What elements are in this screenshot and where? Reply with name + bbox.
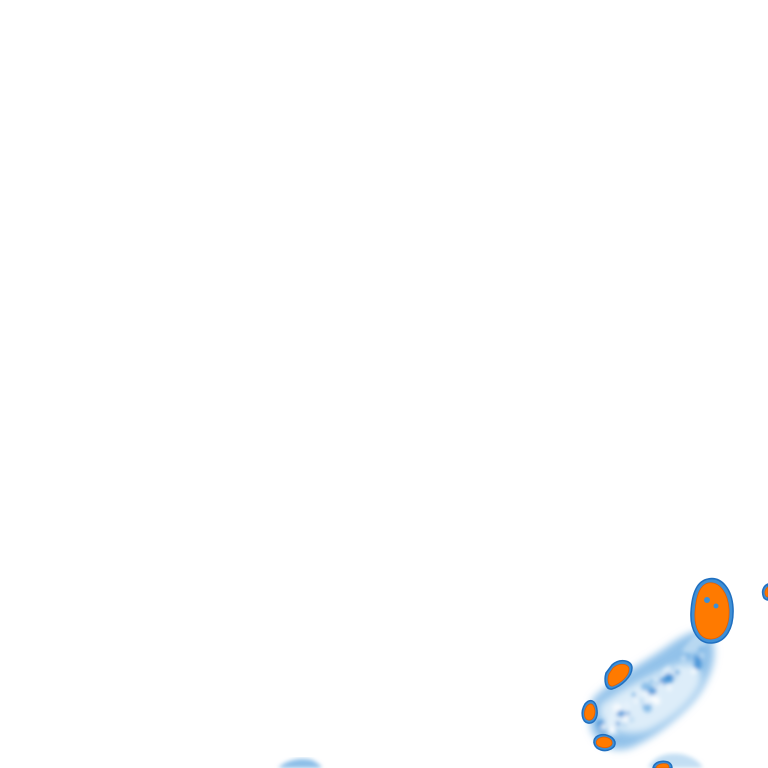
- rain-speckle: [681, 656, 686, 661]
- rain-haze-bottom-left: [278, 758, 322, 768]
- rain-speckle: [691, 668, 697, 674]
- storm-cell-central-west-core: [584, 703, 596, 721]
- rain-speckle: [609, 713, 616, 720]
- storm-cell-east-gap: [704, 597, 710, 603]
- rain-speckle: [642, 693, 652, 702]
- rain-speckle: [643, 703, 652, 713]
- storm-cell-east-gap: [713, 603, 719, 609]
- rain-speckle: [667, 686, 672, 691]
- rain-speckle: [685, 653, 691, 659]
- rain-speckles: [596, 646, 705, 741]
- rain-speckle: [640, 681, 651, 692]
- rain-speckle: [639, 690, 645, 697]
- storm-cell-central-north-core: [607, 663, 630, 687]
- rain-speckle: [664, 672, 673, 681]
- rain-speckle: [682, 662, 687, 667]
- rain-speckle: [647, 684, 654, 691]
- rain-speckle: [615, 721, 621, 726]
- storm-cell-central-north: [604, 660, 633, 690]
- rain-speckle: [617, 716, 623, 722]
- storm-cell-south-edge: [652, 760, 673, 768]
- rain-speckle: [649, 679, 654, 684]
- rain-speckle: [698, 646, 705, 653]
- storm-cell-east: [690, 577, 734, 644]
- rain-speckle: [634, 699, 638, 703]
- rain-speckle: [673, 675, 678, 681]
- rain-speckle: [625, 722, 629, 726]
- storm-cell-south-edge-core: [655, 763, 670, 768]
- rain-speckle: [627, 716, 635, 723]
- storm-cell-central-south-core: [595, 736, 613, 749]
- rain-speckle: [609, 726, 616, 733]
- rain-speckle: [665, 666, 673, 674]
- rain-speckle: [614, 706, 618, 711]
- storm-cells: [581, 577, 768, 768]
- rain-speckle: [620, 721, 627, 728]
- rain-speckle: [600, 724, 607, 731]
- storm-cell-central-west: [581, 699, 598, 724]
- rain-speckle: [617, 710, 625, 718]
- storm-cell-central-south: [593, 734, 616, 752]
- rain-speckle: [632, 692, 636, 697]
- rain-speckle: [693, 655, 702, 664]
- storm-cell-east-core: [694, 582, 730, 640]
- rain-speckle: [616, 712, 620, 716]
- rain-speckle: [674, 670, 680, 675]
- precipitation-haze: [278, 622, 715, 768]
- rain-speckle: [625, 711, 630, 716]
- storm-cell-far-east-edge: [761, 583, 768, 601]
- rain-speckle: [625, 705, 631, 711]
- rain-speckle: [606, 718, 616, 728]
- rain-speckle: [659, 681, 664, 686]
- rain-speckle: [653, 681, 659, 687]
- rain-speckle: [699, 653, 705, 659]
- rain-speckle: [655, 673, 661, 678]
- rain-speckle: [653, 697, 661, 705]
